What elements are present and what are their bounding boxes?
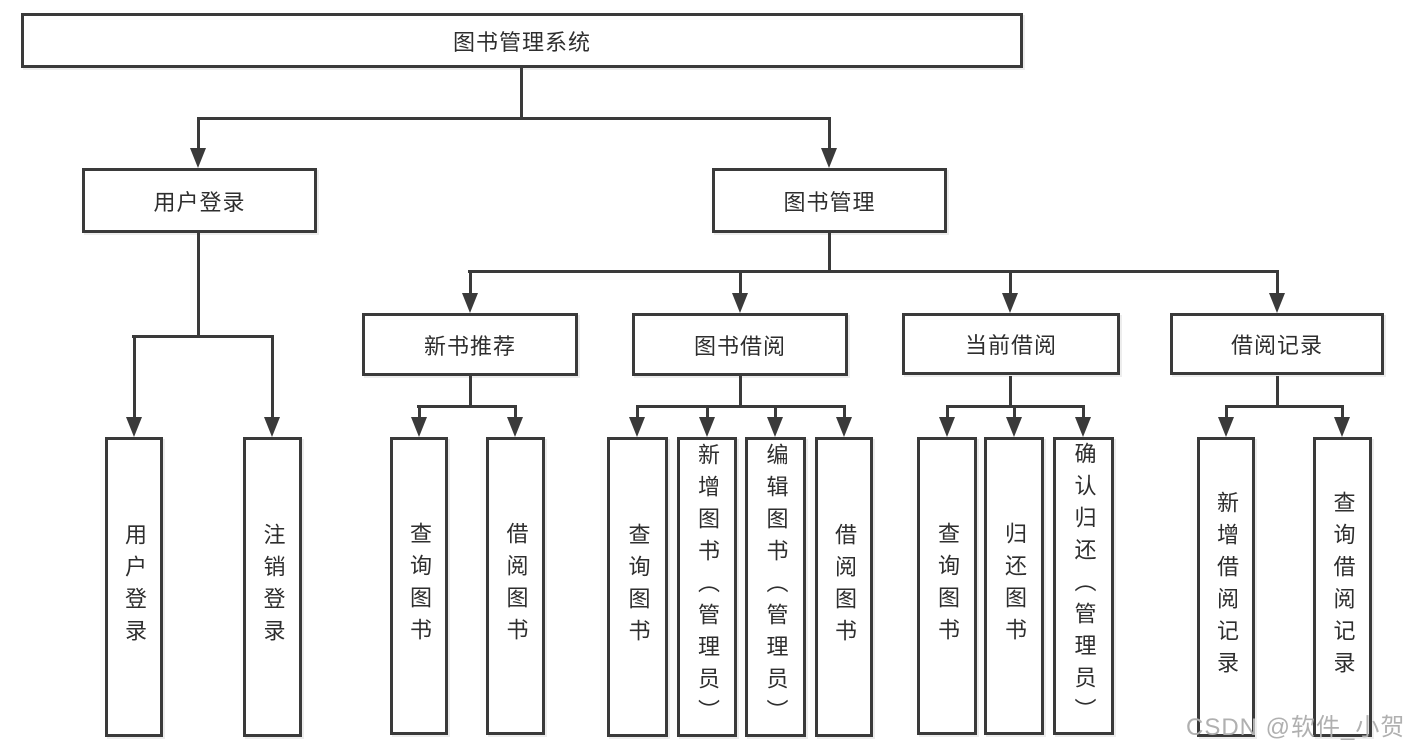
node-new-book-recommend: 新书推荐 [362, 313, 578, 376]
node-nbr-query-books-label: 查询图书 [407, 522, 432, 650]
connector-line [469, 270, 472, 294]
connector-line [469, 376, 472, 407]
node-nbr-query-books: 查询图书 [390, 437, 448, 735]
node-borrowing-records: 借阅记录 [1170, 313, 1384, 375]
arrowhead-down-icon [507, 417, 523, 437]
node-logout: 注销登录 [243, 437, 302, 737]
node-bb-edit-book-admin: 编辑图书（管理员） [745, 437, 806, 737]
connector-line [1341, 405, 1344, 418]
arrowhead-down-icon [836, 417, 852, 437]
connector-line [1013, 405, 1016, 418]
node-cb-return-books: 归还图书 [984, 437, 1044, 735]
arrowhead-down-icon [411, 417, 427, 437]
node-cb-return-books-label: 归还图书 [1002, 522, 1027, 650]
connector-line [197, 117, 200, 150]
connector-line [197, 233, 200, 337]
node-nbr-borrow-books-label: 借阅图书 [503, 522, 529, 650]
connector-line [197, 117, 831, 120]
connector-line [133, 335, 136, 419]
connector-line [739, 270, 742, 294]
node-book-borrowing: 图书借阅 [632, 313, 848, 376]
connector-line [1009, 376, 1012, 407]
node-user-login: 用户登录 [105, 437, 163, 737]
arrowhead-down-icon [821, 148, 837, 168]
node-bb-query-books-label: 查询图书 [625, 523, 651, 651]
connector-line [132, 335, 273, 338]
node-cb-query-books: 查询图书 [917, 437, 977, 735]
node-br-add-record: 新增借阅记录 [1197, 437, 1255, 737]
connector-line [520, 68, 523, 120]
node-cb-confirm-return-admin: 确认归还（管理员） [1053, 437, 1114, 735]
node-cb-confirm-return-admin-label: 确认归还（管理员） [1071, 442, 1097, 730]
connector-line [706, 405, 709, 418]
node-bb-edit-book-admin-label: 编辑图书（管理员） [763, 443, 789, 731]
node-bb-add-book-admin-label: 新增图书（管理员） [695, 443, 720, 731]
node-book-management: 图书管理 [712, 168, 947, 233]
node-user-login-group: 用户登录 [82, 168, 317, 233]
connector-line [1276, 270, 1279, 294]
node-current-borrowing: 当前借阅 [902, 313, 1120, 375]
connector-line [828, 117, 831, 150]
node-borrowing-records-label: 借阅记录 [1230, 333, 1323, 358]
arrowhead-down-icon [699, 417, 715, 437]
connector-line [636, 405, 845, 408]
arrowhead-down-icon [190, 148, 206, 168]
node-nbr-borrow-books: 借阅图书 [486, 437, 545, 735]
connector-line [946, 405, 949, 418]
node-bb-query-books: 查询图书 [607, 437, 668, 737]
node-book-management-label: 图书管理 [783, 189, 876, 215]
node-user-login-group-label: 用户登录 [153, 189, 246, 215]
connector-line [1225, 405, 1228, 418]
node-br-query-record-label: 查询借阅记录 [1330, 491, 1356, 683]
arrowhead-down-icon [1002, 293, 1018, 313]
node-bb-borrow-books-label: 借阅图书 [832, 523, 857, 651]
arrowhead-down-icon [1006, 417, 1022, 437]
connector-line [1082, 405, 1085, 418]
connector-line [417, 405, 517, 408]
node-current-borrowing-label: 当前借阅 [964, 333, 1057, 358]
node-library-system-label: 图书管理系统 [452, 29, 591, 55]
connector-line [1225, 405, 1343, 408]
arrowhead-down-icon [732, 293, 748, 313]
node-user-login-label: 用户登录 [122, 523, 147, 651]
node-bb-add-book-admin: 新增图书（管理员） [677, 437, 737, 737]
node-new-book-recommend-label: 新书推荐 [423, 333, 516, 359]
connector-line [1276, 376, 1279, 407]
connector-line [636, 405, 639, 418]
connector-line [774, 405, 777, 418]
node-br-add-record-label: 新增借阅记录 [1214, 491, 1239, 683]
connector-line [468, 270, 1279, 273]
node-logout-label: 注销登录 [260, 523, 286, 651]
arrowhead-down-icon [939, 417, 955, 437]
node-bb-borrow-books: 借阅图书 [815, 437, 873, 737]
connector-line [418, 405, 421, 418]
arrowhead-down-icon [1334, 417, 1350, 437]
csdn-watermark: CSDN @软件_小贺同学 [1186, 714, 1405, 741]
arrowhead-down-icon [629, 417, 645, 437]
connector-line [514, 405, 517, 418]
connector-line [271, 335, 274, 419]
arrowhead-down-icon [1269, 293, 1285, 313]
arrowhead-down-icon [1218, 417, 1234, 437]
arrowhead-down-icon [264, 417, 280, 437]
arrowhead-down-icon [462, 293, 478, 313]
node-br-query-record: 查询借阅记录 [1313, 437, 1372, 737]
node-library-system: 图书管理系统 [21, 13, 1023, 68]
node-book-borrowing-label: 图书借阅 [693, 333, 786, 359]
arrowhead-down-icon [126, 417, 142, 437]
node-cb-query-books-label: 查询图书 [935, 522, 960, 650]
arrowhead-down-icon [1075, 417, 1091, 437]
connector-line [828, 233, 831, 272]
connector-line [1009, 270, 1012, 294]
arrowhead-down-icon [767, 417, 783, 437]
connector-line [739, 376, 742, 407]
connector-line [843, 405, 846, 418]
